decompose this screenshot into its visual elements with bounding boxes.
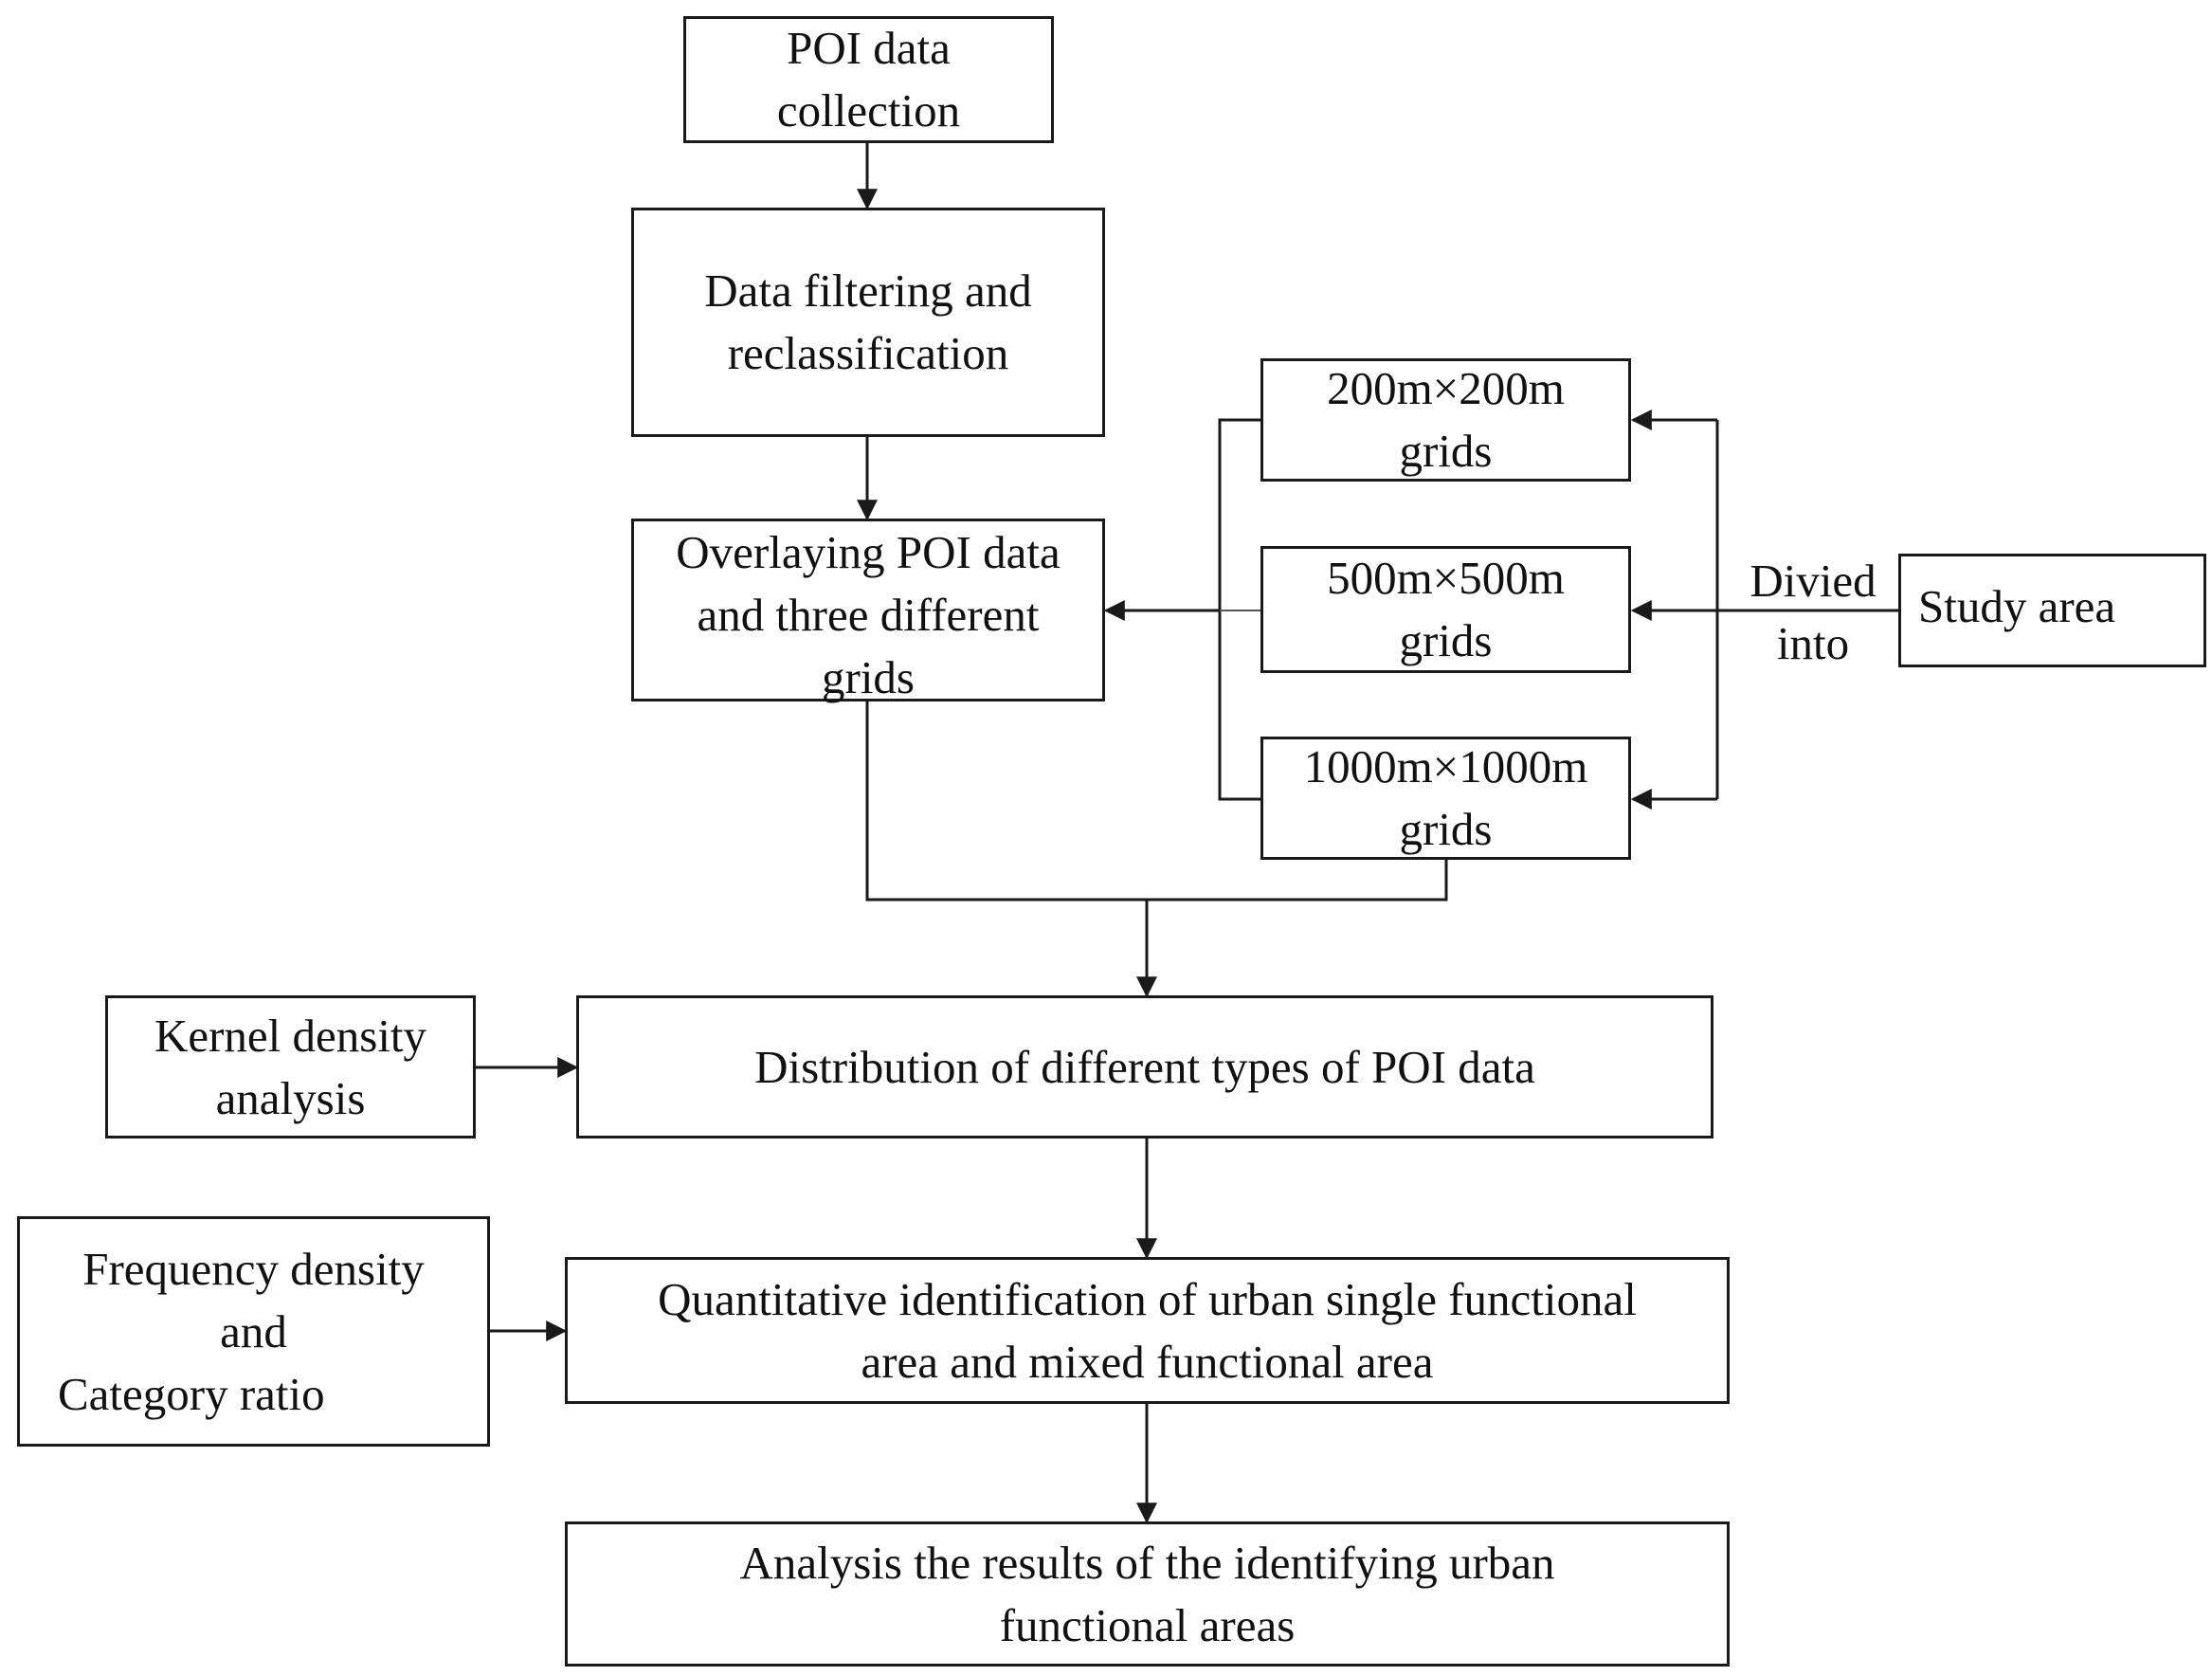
node-line: POI data bbox=[787, 22, 951, 74]
node-line: Category ratio bbox=[58, 1367, 325, 1420]
node-line: Frequency density bbox=[82, 1242, 425, 1295]
node-line: analysis bbox=[215, 1071, 366, 1124]
node-line: Kernel density bbox=[154, 1009, 427, 1062]
node-overlaying: Overlaying POI data and three different … bbox=[631, 519, 1105, 703]
node-analysis-results: Analysis the results of the identifying … bbox=[565, 1521, 1730, 1667]
node-line: 1000m×1000m bbox=[1303, 740, 1588, 792]
node-line: Data filtering and bbox=[704, 264, 1032, 317]
node-line: 200m×200m bbox=[1327, 362, 1565, 414]
node-grid-200: 200m×200m grids bbox=[1260, 358, 1631, 482]
node-line: collection bbox=[776, 84, 961, 137]
node-line: area and mixed functional area bbox=[861, 1335, 1434, 1388]
node-quantitative-identification: Quantitative identification of urban sin… bbox=[565, 1257, 1730, 1404]
node-line: grids bbox=[1399, 614, 1493, 666]
node-line: functional areas bbox=[999, 1598, 1296, 1651]
edge-label-line: Divied bbox=[1750, 555, 1877, 607]
node-distribution: Distribution of different types of POI d… bbox=[576, 995, 1713, 1139]
node-line: grids bbox=[1399, 803, 1493, 855]
node-line: and bbox=[220, 1304, 287, 1357]
node-line: Distribution of different types of POI d… bbox=[754, 1040, 1535, 1093]
node-line: and three different bbox=[697, 589, 1040, 641]
node-data-filtering: Data filtering and reclassification bbox=[631, 208, 1105, 437]
node-line: grids bbox=[1399, 425, 1493, 477]
node-line: Analysis the results of the identifying … bbox=[739, 1536, 1555, 1589]
edge-label-line: into bbox=[1776, 617, 1850, 669]
node-line: reclassification bbox=[727, 327, 1009, 379]
node-study-area: Study area bbox=[1898, 554, 2206, 667]
node-line: Overlaying POI data bbox=[676, 526, 1061, 578]
connector-merge bbox=[865, 701, 1448, 902]
node-kernel-density: Kernel density analysis bbox=[105, 995, 476, 1139]
node-frequency-density: Frequency density and Category ratio bbox=[17, 1216, 490, 1447]
node-line: Quantitative identification of urban sin… bbox=[658, 1272, 1637, 1325]
edge-label-divided-into: Divied into bbox=[1732, 550, 1894, 675]
node-line: grids bbox=[822, 651, 915, 703]
node-poi-collection: POI data collection bbox=[683, 16, 1054, 143]
node-line: Study area bbox=[1918, 580, 2116, 632]
node-grid-1000: 1000m×1000m grids bbox=[1260, 737, 1631, 860]
node-grid-500: 500m×500m grids bbox=[1260, 546, 1631, 673]
node-line: 500m×500m bbox=[1327, 552, 1565, 604]
